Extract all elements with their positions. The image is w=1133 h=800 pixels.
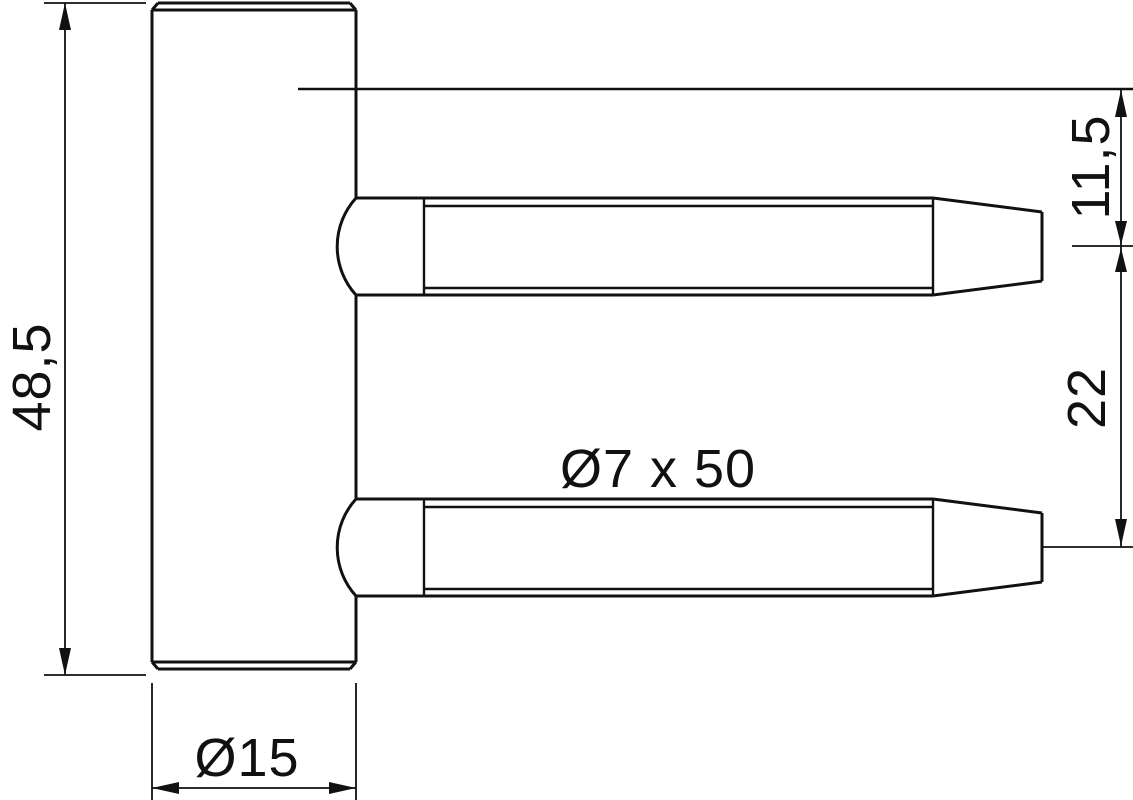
arrow-up-icon — [59, 3, 71, 30]
pin-size-label: Ø7 x 50 — [560, 439, 756, 499]
diameter-extension-lines — [151, 683, 357, 800]
pin-lower-shaft-outline — [356, 497, 933, 598]
arrow-down-icon — [1115, 221, 1127, 245]
height-extension-lines — [44, 2, 146, 676]
pin-upper-dome-head — [335, 196, 358, 297]
pin-upper-shaft-outline — [356, 196, 933, 297]
pin-spacing-label: 22 — [1057, 367, 1117, 429]
pin-lower-thread-lines — [424, 505, 933, 591]
pin-upper-thread-lines — [424, 204, 933, 290]
body-bottom-chamfer-corners — [150, 661, 358, 670]
pin-lower-dome-head — [335, 497, 358, 598]
overall-height-label: 48,5 — [2, 322, 62, 431]
pin-top-offset-label: 11,5 — [1061, 114, 1121, 219]
arrow-left-icon — [152, 782, 179, 794]
pin-lower — [335, 497, 1044, 598]
body-top-chamfer-corners — [150, 2, 358, 11]
dimension-pin-offset-and-spacing: 11,5 22 — [1042, 89, 1133, 548]
hinge-body — [150, 1, 358, 671]
pin-upper-tip — [932, 196, 1044, 297]
dimension-body-diameter: Ø15 — [151, 683, 357, 800]
pin-lower-tip — [932, 497, 1044, 598]
arrow-down-icon — [59, 648, 71, 675]
arrow-up-icon — [1115, 90, 1127, 117]
arrow-right-icon — [329, 782, 356, 794]
pin-upper — [335, 196, 1044, 297]
dimension-overall-height: 48,5 — [2, 2, 146, 676]
body-diameter-label: Ø15 — [194, 728, 299, 788]
arrow-up-icon — [1115, 248, 1127, 272]
arrow-down-icon — [1115, 519, 1127, 546]
